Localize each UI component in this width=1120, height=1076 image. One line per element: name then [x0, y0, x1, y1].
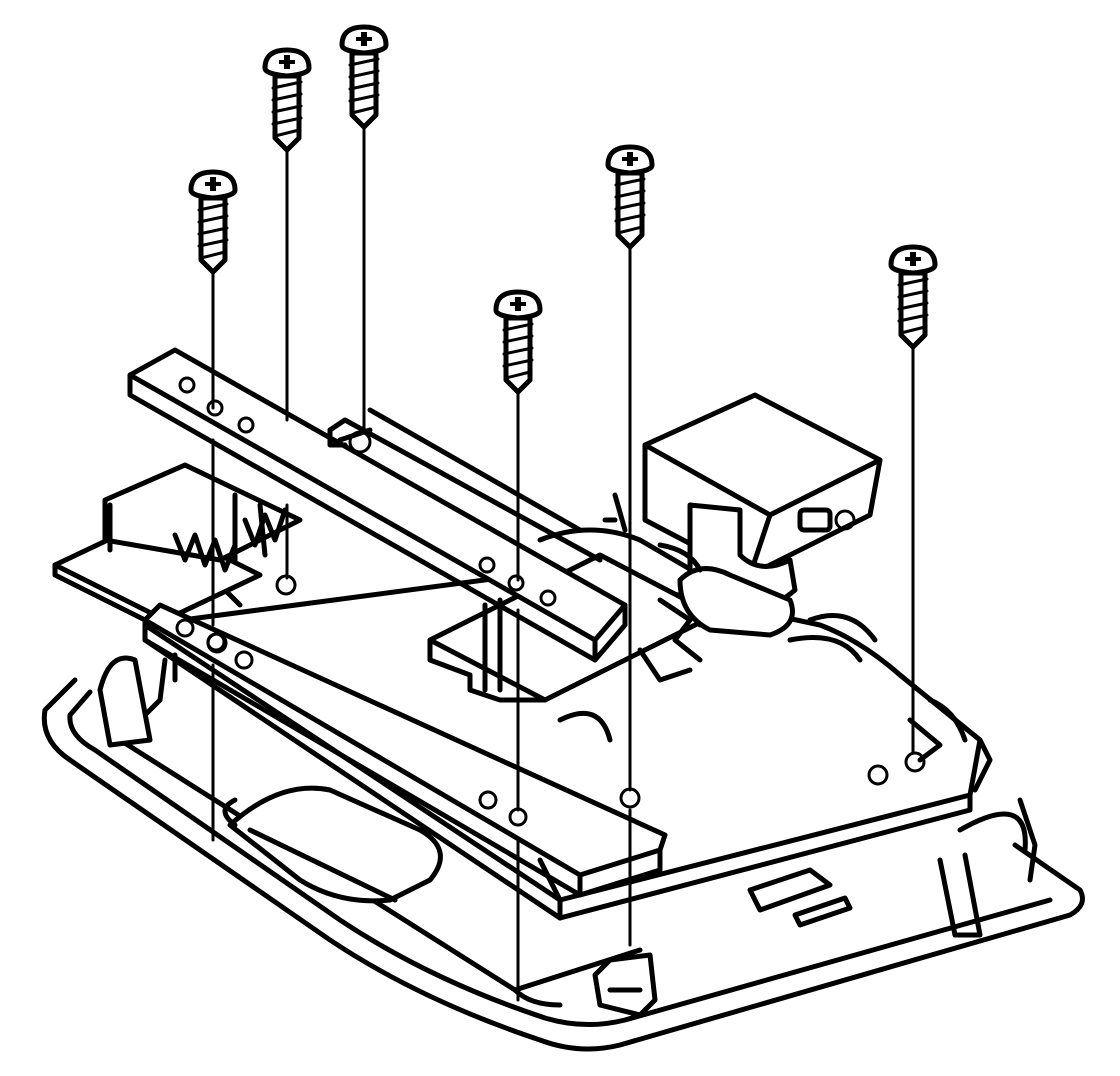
screw-5: [605, 144, 655, 250]
upper-mounting-bracket: [127, 347, 628, 663]
lower-housing-tray: [41, 655, 1085, 1052]
motor-module: [602, 392, 883, 663]
screw-2: [262, 47, 312, 153]
lower-mounting-bracket: [142, 602, 668, 898]
screw-4: [493, 289, 543, 395]
screw-3: [339, 24, 389, 130]
screw-guide-lines: [211, 123, 915, 1002]
side-connector: [52, 462, 303, 633]
mounting-holes: [206, 632, 926, 809]
screw-1: [188, 169, 238, 275]
top-panel-rail: [275, 407, 603, 596]
screw-6: [888, 244, 938, 350]
